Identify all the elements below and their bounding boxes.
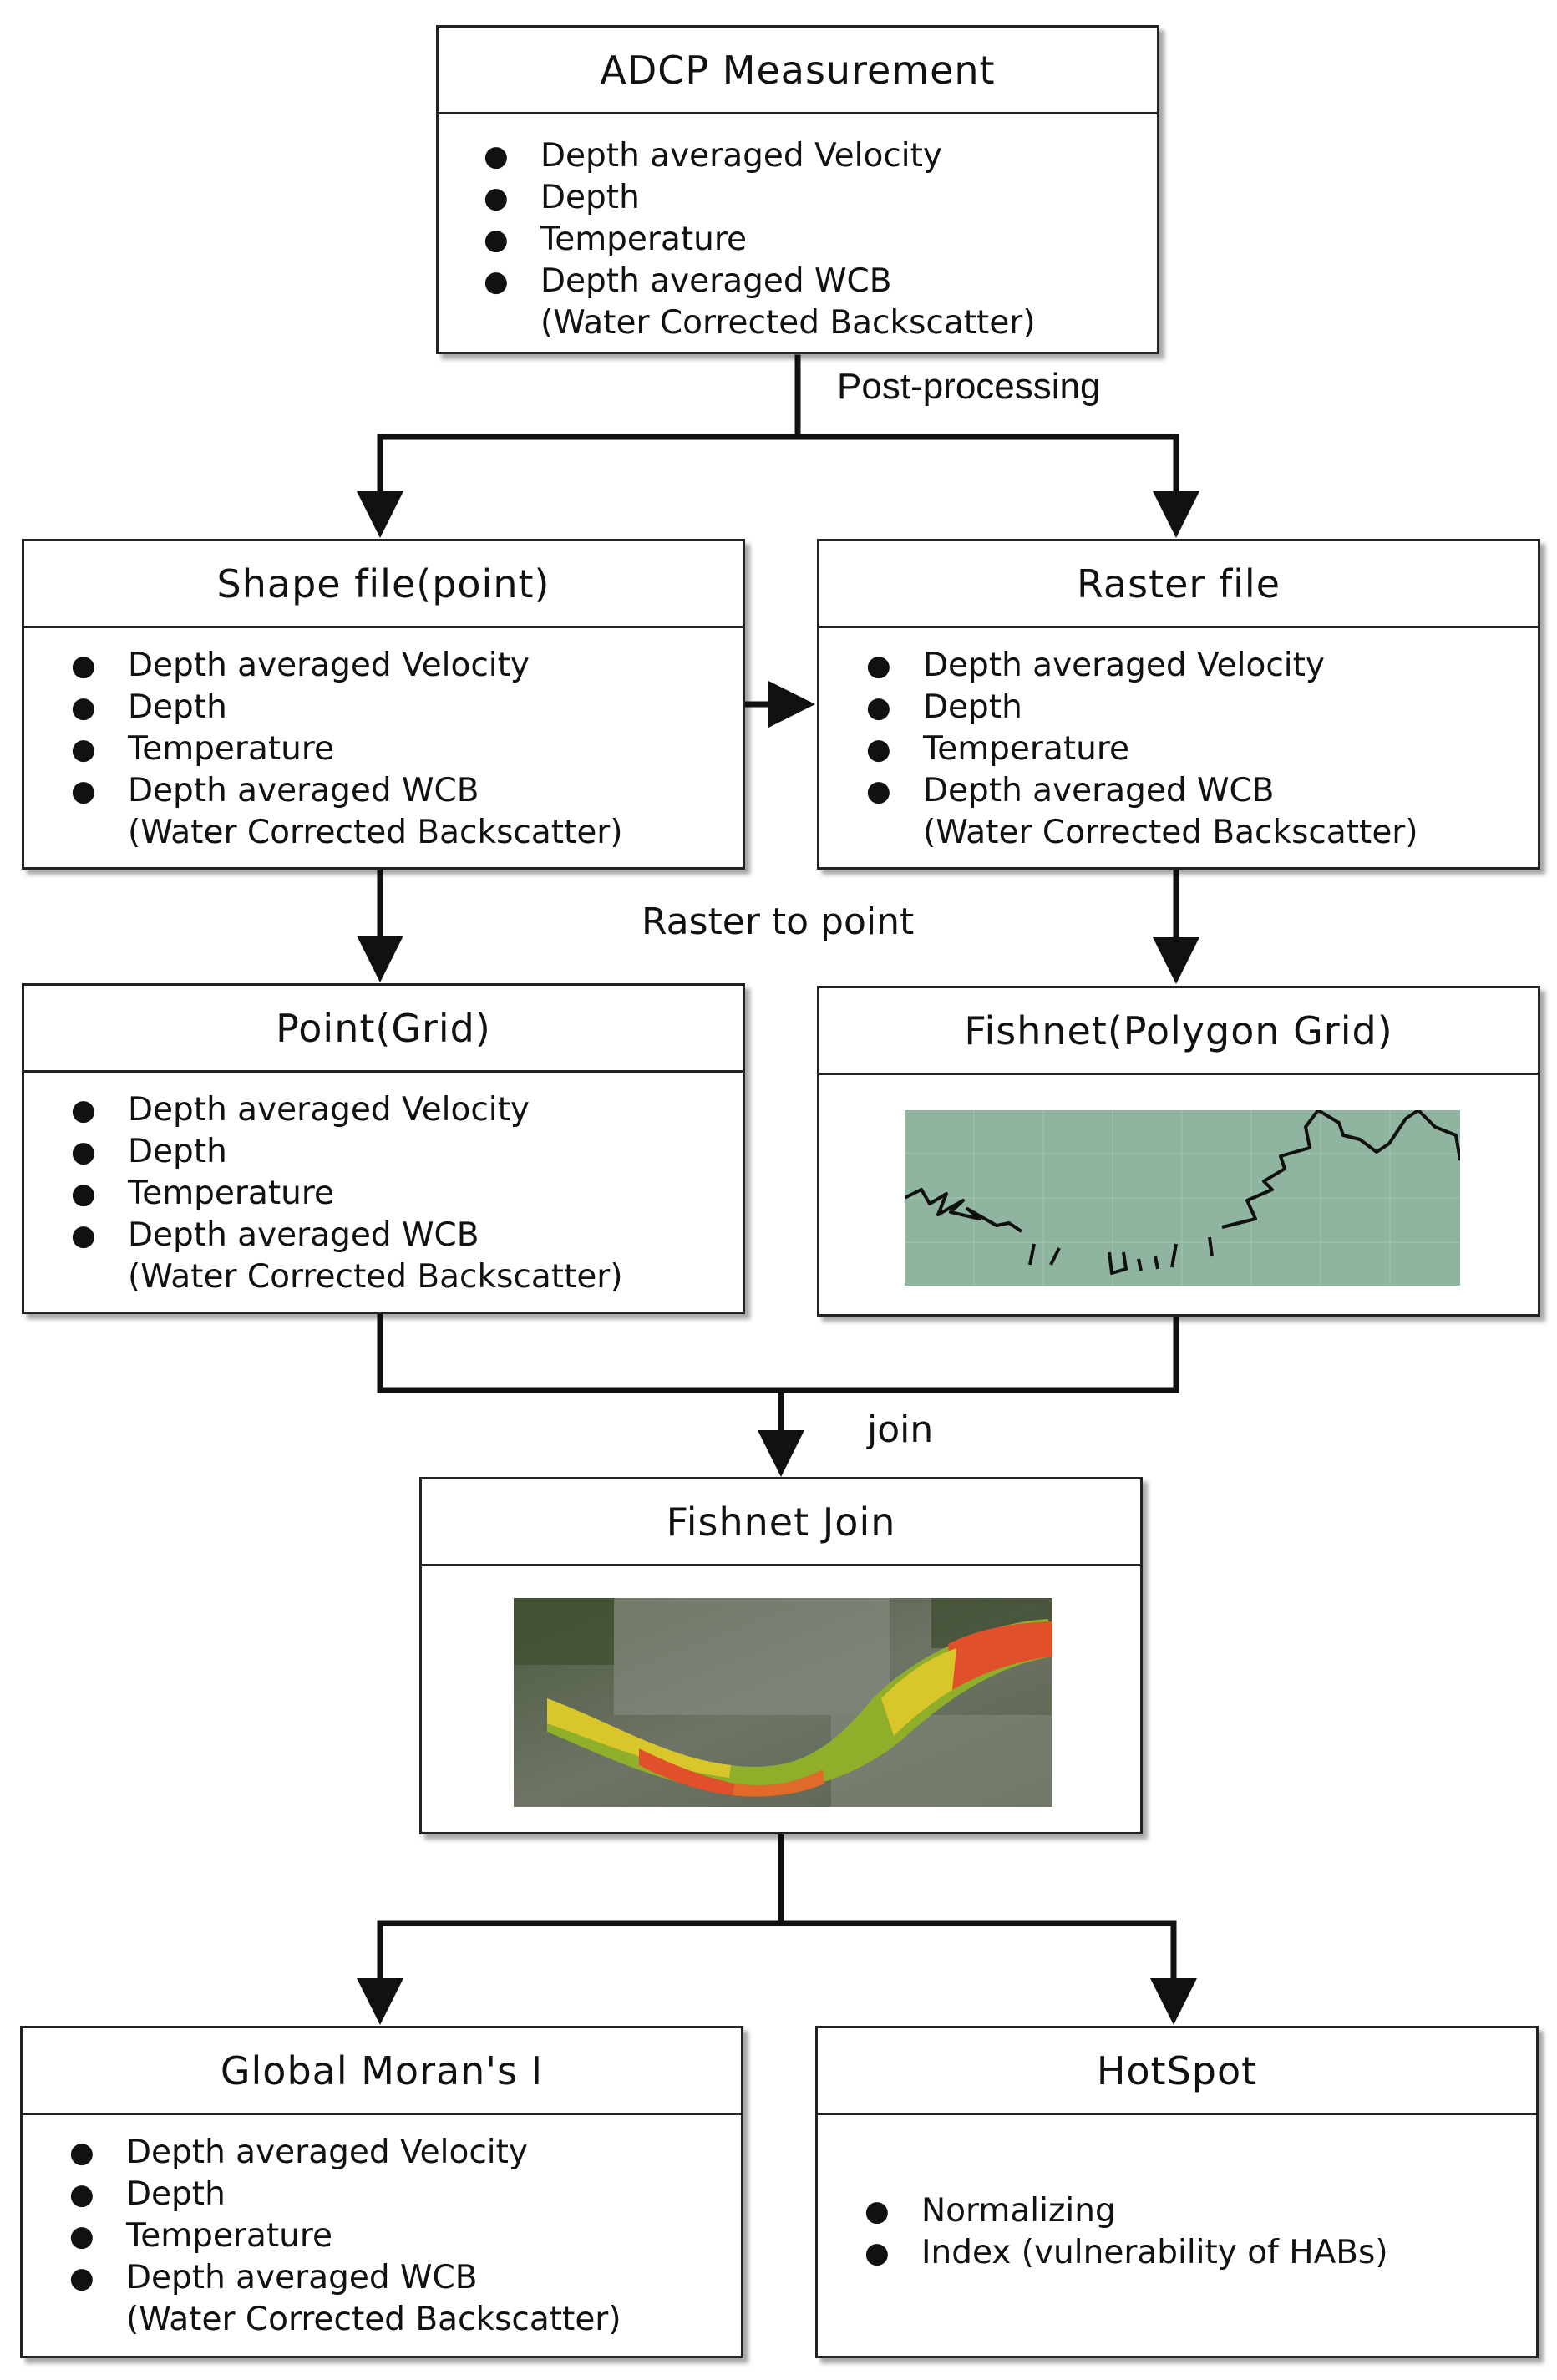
item-list: ●Depth averaged Velocity ●Depth ●Tempera… [866, 645, 1325, 812]
list-item: ●Depth [484, 177, 942, 219]
list-item: ●Depth averaged Velocity [484, 135, 942, 177]
bullet-icon: ● [71, 1094, 96, 1127]
bullet-icon: ● [866, 774, 891, 808]
list-item: ●Normalizing [865, 2190, 1388, 2232]
list-item: ●Temperature [484, 219, 942, 261]
box-adcp-measurement: ADCP Measurement ●Depth averaged Velocit… [436, 25, 1159, 354]
box-title: Shape file(point) [24, 541, 743, 628]
list-item: ●Index (vulnerability of HABs) [865, 2232, 1388, 2274]
box-shape-file: Shape file(point) ●Depth averaged Veloci… [22, 539, 745, 870]
item-note: (Water Corrected Backscatter) [923, 814, 1418, 851]
item-list: ●Depth averaged Velocity ●Depth ●Tempera… [71, 645, 530, 812]
list-item: ●Depth averaged Velocity [866, 645, 1325, 687]
list-item: ●Depth averaged WCB [866, 770, 1325, 812]
bullet-icon: ● [71, 733, 96, 766]
box-title: Global Moran's I [23, 2028, 741, 2115]
bullet-icon: ● [71, 1177, 96, 1210]
list-item: ●Depth averaged WCB [71, 1215, 530, 1256]
label-join: join [867, 1408, 934, 1451]
bullet-icon: ● [865, 2195, 890, 2228]
bullet-icon: ● [69, 2261, 94, 2295]
list-item: ●Temperature [69, 2215, 528, 2257]
box-title: Fishnet Join [422, 1479, 1140, 1566]
box-title: Fishnet(Polygon Grid) [819, 988, 1538, 1075]
list-item: ●Depth [71, 687, 530, 728]
box-fishnet: Fishnet(Polygon Grid) [817, 986, 1540, 1317]
bullet-icon: ● [484, 223, 509, 256]
list-item: ●Depth [866, 687, 1325, 728]
list-item: ●Depth averaged Velocity [71, 1089, 530, 1131]
item-list: ●Depth averaged Velocity ●Depth ●Tempera… [71, 1089, 530, 1256]
survey-track [905, 1110, 1460, 1275]
list-item: ●Temperature [866, 728, 1325, 770]
box-title: Raster file [819, 541, 1538, 628]
bullet-icon: ● [71, 774, 96, 808]
bullet-icon: ● [866, 649, 891, 683]
list-item: ●Depth averaged Velocity [71, 645, 530, 687]
bullet-icon: ● [71, 691, 96, 724]
bullet-icon: ● [484, 181, 509, 215]
box-hotspot: HotSpot ●Normalizing ●Index (vulnerabili… [815, 2026, 1539, 2358]
bullet-icon: ● [71, 649, 96, 683]
bullet-icon: ● [71, 1135, 96, 1169]
bullet-icon: ● [484, 265, 509, 298]
box-title: Point(Grid) [24, 986, 743, 1073]
item-note: (Water Corrected Backscatter) [128, 1258, 623, 1296]
item-note: (Water Corrected Backscatter) [540, 304, 1036, 342]
list-item: ●Depth [71, 1131, 530, 1173]
bullet-icon: ● [69, 2178, 94, 2211]
item-list: ●Depth averaged Velocity ●Depth ●Tempera… [69, 2132, 528, 2299]
bullet-icon: ● [484, 140, 509, 173]
fishnet-join-map-image [514, 1598, 1052, 1807]
bullet-icon: ● [865, 2236, 890, 2270]
list-item: ●Depth averaged Velocity [69, 2132, 528, 2174]
box-point-grid: Point(Grid) ●Depth averaged Velocity ●De… [22, 983, 745, 1314]
list-item: ●Temperature [71, 1173, 530, 1215]
list-item: ●Depth averaged WCB [71, 770, 530, 812]
item-note: (Water Corrected Backscatter) [126, 2301, 621, 2338]
bullet-icon: ● [71, 1219, 96, 1252]
label-raster-to-point: Raster to point [642, 901, 915, 943]
list-item: ●Depth averaged WCB [484, 261, 942, 302]
box-fishnet-join: Fishnet Join [419, 1477, 1143, 1834]
box-title: HotSpot [818, 2028, 1536, 2115]
bullet-icon: ● [866, 733, 891, 766]
label-post-processing: Post-processing [837, 366, 1101, 407]
item-note: (Water Corrected Backscatter) [128, 814, 623, 851]
box-raster-file: Raster file ●Depth averaged Velocity ●De… [817, 539, 1540, 870]
box-global-morans-i: Global Moran's I ●Depth averaged Velocit… [20, 2026, 743, 2358]
item-list: ●Normalizing ●Index (vulnerability of HA… [865, 2190, 1388, 2274]
item-list: ●Depth averaged Velocity ●Depth ●Tempera… [484, 135, 942, 302]
fishnet-image [905, 1110, 1460, 1286]
bullet-icon: ● [866, 691, 891, 724]
list-item: ●Temperature [71, 728, 530, 770]
box-title: ADCP Measurement [439, 28, 1157, 114]
bullet-icon: ● [69, 2220, 94, 2253]
list-item: ●Depth averaged WCB [69, 2257, 528, 2299]
list-item: ●Depth [69, 2174, 528, 2215]
bullet-icon: ● [69, 2136, 94, 2169]
